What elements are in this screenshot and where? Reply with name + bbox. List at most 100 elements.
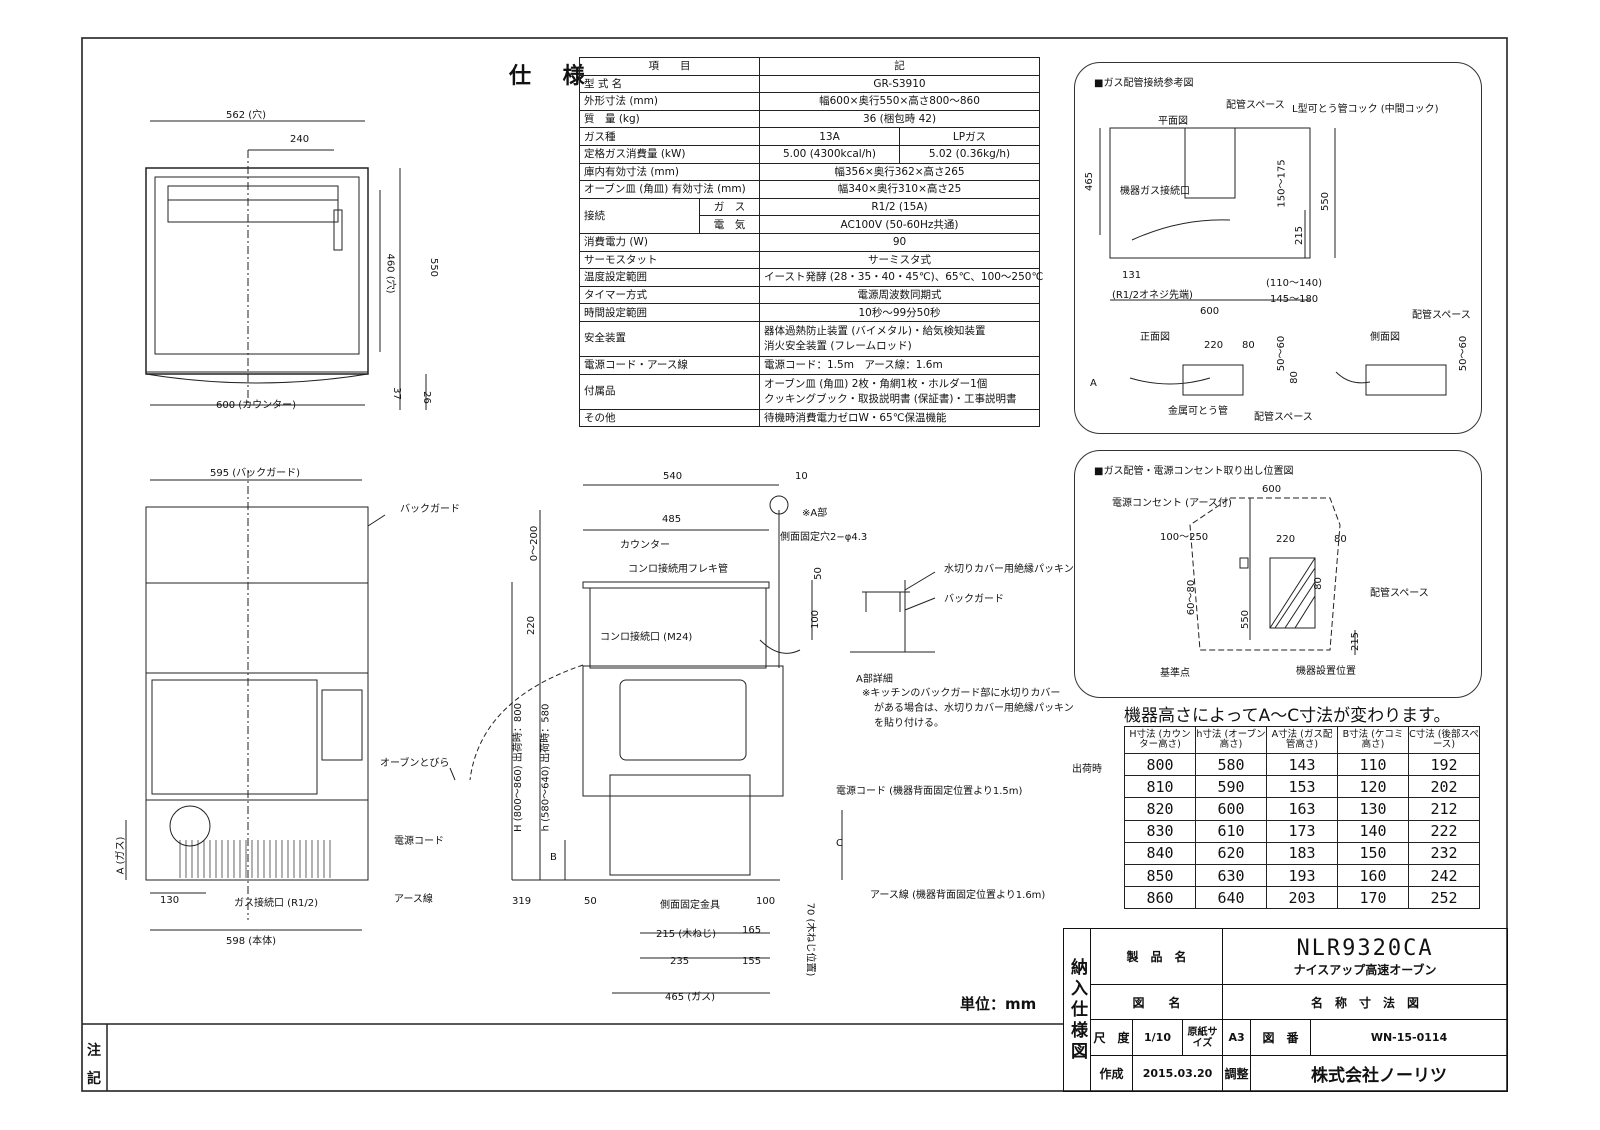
spec-item: 温度設定範囲 (579, 268, 760, 287)
spec-item: 外形寸法 (mm) (579, 92, 760, 111)
label: 配管スペース (1226, 100, 1285, 111)
dims-cell: 193 (1266, 863, 1338, 888)
title-block: 納入仕様図 製 品 名 NLR9320CA ナイスアップ高速オーブン 図 名 名… (1063, 928, 1509, 1092)
dim-label: 595 (バックガード) (210, 468, 301, 479)
dim-label: 130 (160, 895, 180, 906)
dim-label: 80 (1288, 371, 1300, 384)
label: 配管スペース (1412, 310, 1471, 321)
spec-value-line: 器体過熱防止装置 (バイメタル)・給気検知装置 (764, 324, 986, 337)
dim-label: 220 (1204, 340, 1224, 351)
paper-size-label: 原紙サイズ (1181, 1019, 1224, 1056)
height-dimension-table: H寸法 (カウンター高さ) h寸法 (オーブン高さ) A寸法 (ガス配管高さ) … (1124, 726, 1480, 910)
spec-value: 幅340×奥行310×高さ25 (759, 180, 1040, 199)
front-view (125, 470, 456, 931)
dim-label: 60〜80 (1186, 579, 1198, 616)
dim-label: h (580〜640) 出荷時：580 (540, 703, 552, 832)
dim-label: H (800〜860) 出荷時：800 (512, 703, 524, 832)
dim-label: 215 (木ねじ) (656, 929, 717, 940)
company-name: 株式会社ノーリツ (1250, 1055, 1509, 1092)
spec-value: AC100V (50-60Hz共通) (759, 215, 1040, 234)
scale-value: 1/10 (1132, 1019, 1183, 1056)
drawing-no-label: 図 番 (1250, 1019, 1312, 1056)
dim-label: 50〜60 (1276, 335, 1288, 372)
label: 基準点 (1160, 668, 1190, 679)
product-name: ナイスアップ高速オーブン (1293, 962, 1437, 977)
dim-label: 50 (812, 567, 824, 580)
drawing-name-label: 図 名 (1089, 984, 1224, 1020)
dim-label: 80 (1334, 534, 1347, 545)
label: L型可とう管コック (中間コック) (1292, 104, 1439, 115)
spec-value: イースト発酵 (28・35・40・45℃)、65℃、100〜250℃ (759, 268, 1043, 287)
dim-label: 550 (1320, 191, 1332, 212)
dim-label: 240 (290, 134, 310, 145)
spec-item: 庫内有効寸法 (mm) (579, 162, 760, 182)
dims-cell: 580 (1195, 752, 1267, 777)
dims-header: A寸法 (ガス配管高さ) (1266, 726, 1338, 754)
spec-header-item: 項 目 (579, 57, 760, 76)
dims-cell: 840 (1124, 841, 1196, 865)
paper-size: A3 (1222, 1019, 1252, 1056)
dims-cell: 252 (1408, 886, 1480, 910)
label: カウンター (620, 540, 670, 551)
dim-label: 540 (663, 471, 683, 482)
dim-label: 80 (1312, 577, 1324, 590)
dims-cell: 620 (1195, 841, 1267, 865)
dims-header: h寸法 (オーブン高さ) (1195, 726, 1267, 754)
dims-cell: 163 (1266, 797, 1338, 821)
notes-label: 注 (87, 1043, 101, 1059)
product-cell: NLR9320CA ナイスアップ高速オーブン (1222, 928, 1509, 985)
spec-item: 時間設定範囲 (579, 303, 760, 322)
notes-label: 記 (87, 1071, 101, 1087)
detail-a (850, 571, 936, 653)
dims-cell: 110 (1337, 752, 1409, 777)
dims-cell: 820 (1124, 797, 1196, 821)
outlet-panel-drawing (1189, 497, 1356, 655)
dims-cell: 800 (1124, 752, 1196, 777)
dim-label: 235 (670, 956, 690, 967)
spec-value-line: クッキングブック・取扱説明書 (保証書)・工事説明書 (764, 392, 1017, 405)
spec-item: 定格ガス消費量 (kW) (579, 144, 760, 164)
top-view (145, 120, 427, 410)
dims-cell: 630 (1195, 863, 1267, 888)
panel-title: ■ガス配管接続参考図 (1094, 78, 1194, 89)
dim-label: 550 (1240, 609, 1252, 630)
spec-value: 36 (梱包時 42) (759, 109, 1040, 129)
check-label: 調整 (1222, 1055, 1252, 1092)
label: 金属可とう管 (1168, 406, 1228, 417)
dims-cell: 192 (1408, 752, 1480, 777)
spec-item: タイマー方式 (579, 285, 760, 305)
dims-cell: 640 (1195, 886, 1267, 910)
spec-value: 10秒〜99分50秒 (759, 303, 1040, 322)
created-date: 2015.03.20 (1131, 1055, 1224, 1092)
spec-item: 型 式 名 (579, 74, 760, 94)
dims-cell: 130 (1337, 797, 1409, 821)
dim-label: 598 (本体) (226, 936, 277, 947)
spec-value: 5.00 (4300kcal/h) (759, 144, 900, 164)
label: 水切りカバー用絶縁パッキン (944, 564, 1074, 575)
label: コンロ接続用フレキ管 (628, 564, 728, 575)
shipping-label: 出荷時 (1072, 764, 1102, 775)
note-line: を貼り付ける。 (874, 718, 944, 729)
dim-label: (110〜140) (1266, 278, 1322, 289)
spec-value: 90 (759, 232, 1040, 252)
spec-value-line: オーブン皿 (角皿) 2枚・角網1枚・ホルダー1個 (764, 377, 988, 390)
dims-cell: 143 (1266, 752, 1338, 777)
dim-label: 460 (穴) (384, 253, 396, 294)
spec-item: 接続 (579, 197, 700, 234)
dim-label: 50〜60 (1458, 335, 1470, 372)
label: アース線 (394, 894, 433, 905)
label: 配管スペース (1370, 588, 1429, 599)
dims-cell: 850 (1124, 863, 1196, 888)
spec-value: 電源周波数同期式 (759, 285, 1040, 305)
dims-cell: 810 (1124, 775, 1196, 799)
label: 電源コンセント (アース付) (1112, 498, 1232, 509)
label: 電源コード (機器背面固定位置より1.5m) (836, 786, 1023, 797)
label: (R1/2オネジ先端) (1112, 290, 1193, 301)
label: オーブンとびら (380, 758, 450, 769)
